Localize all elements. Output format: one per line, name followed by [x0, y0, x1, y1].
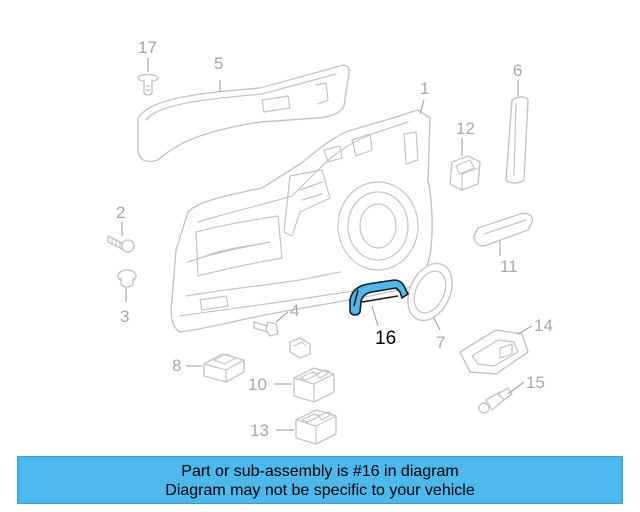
part-6-pillar-trim [505, 96, 529, 184]
part-2-screw [107, 235, 135, 253]
callout-13: 13 [250, 421, 269, 440]
part-13-switch-block [295, 409, 337, 445]
part-16-highlighted-bracket [349, 279, 409, 316]
part-14-switch-bezel [459, 329, 529, 375]
part-4-bolt [253, 321, 279, 337]
callout-17: 17 [138, 38, 157, 57]
part-17-clip [137, 73, 159, 96]
callout-5: 5 [214, 54, 223, 73]
callout-6: 6 [513, 61, 522, 80]
callout-10: 10 [248, 375, 267, 394]
banner-line-1: Part or sub-assembly is #16 in diagram [181, 463, 459, 480]
info-banner: Part or sub-assembly is #16 in diagram D… [17, 456, 623, 504]
callout-4: 4 [290, 301, 299, 320]
callout-8: 8 [172, 356, 181, 375]
callout-2: 2 [116, 203, 125, 222]
leader-lines [121, 58, 533, 431]
part-12-switch [449, 155, 481, 191]
callout-16: 16 [375, 328, 396, 349]
part-15-bulb [478, 387, 513, 414]
callout-14: 14 [534, 316, 553, 335]
callout-3: 3 [120, 307, 129, 326]
part-8-block [203, 353, 245, 383]
part-1-door-panel [170, 109, 433, 333]
callout-15: 15 [526, 373, 545, 392]
callout-7: 7 [436, 333, 445, 352]
callout-12: 12 [456, 119, 475, 138]
callout-11: 11 [500, 257, 518, 276]
callout-1: 1 [420, 79, 429, 98]
banner-line-2: Diagram may not be specific to your vehi… [165, 482, 475, 499]
part-small-clip [289, 337, 311, 359]
part-3-grommet [117, 269, 137, 288]
part-10-switch-block [293, 367, 335, 403]
part-7-speaker-cover [407, 262, 453, 322]
part-5-upper-trim [137, 64, 350, 163]
part-11-pull-handle [473, 212, 534, 247]
